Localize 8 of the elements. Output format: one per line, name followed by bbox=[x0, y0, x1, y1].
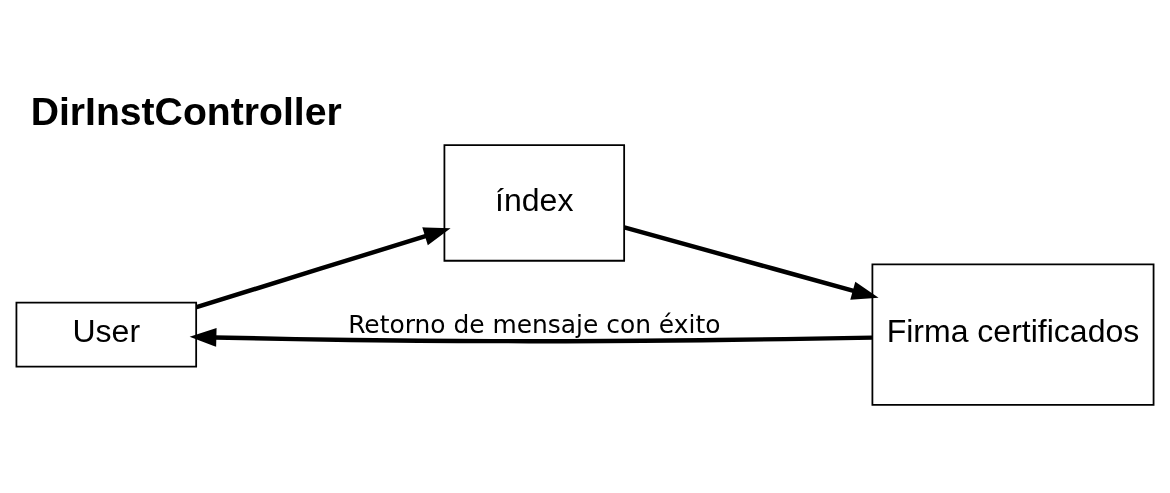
edge-label: Retorno de mensaje con éxito bbox=[348, 310, 721, 340]
node-box: índex bbox=[443, 144, 626, 262]
diagram-title: DirInstController bbox=[30, 89, 342, 133]
arrow bbox=[189, 328, 873, 347]
arrow bbox=[623, 225, 879, 300]
node-box: User bbox=[15, 301, 198, 368]
arrow bbox=[195, 227, 451, 310]
node-box: Firma certificados bbox=[871, 263, 1155, 406]
